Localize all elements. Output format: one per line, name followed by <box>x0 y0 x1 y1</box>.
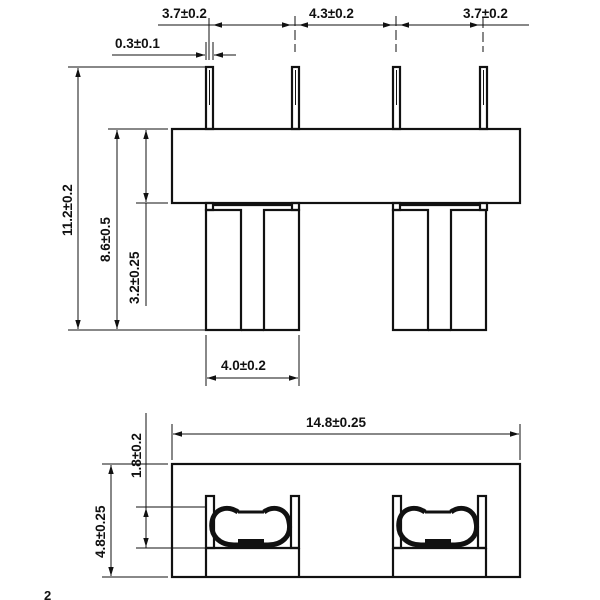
dim-pitch-left: 3.7±0.2 <box>162 6 207 21</box>
dim-end-height: 4.8±0.25 <box>93 505 108 558</box>
leg-pair-right <box>391 201 489 332</box>
dim-leg-pair-width: 4.0±0.2 <box>221 358 266 373</box>
end-height-dimensions: 1.8±0.2 4.8±0.25 <box>93 413 205 578</box>
contact-left <box>204 494 301 577</box>
front-view: 3.7±0.2 4.3±0.2 3.7±0.2 0.3±0.1 11.2±0.2… <box>60 6 529 386</box>
pitch-dimensions: 3.7±0.2 4.3±0.2 3.7±0.2 <box>158 6 529 60</box>
end-view-body <box>170 462 522 579</box>
dim-top-offset: 1.8±0.2 <box>129 433 144 478</box>
dim-end-width: 14.8±0.25 <box>306 415 366 430</box>
leg-width-dimension: 4.0±0.2 <box>205 335 300 386</box>
dim-pitch-right: 3.7±0.2 <box>463 6 508 21</box>
leg-pair-left <box>204 201 301 332</box>
figure-label: 2 <box>44 588 51 600</box>
end-width-dimension: 14.8±0.25 <box>171 415 521 460</box>
dim-body-leg-height: 8.6±0.5 <box>98 217 113 262</box>
height-dimensions: 11.2±0.2 8.6±0.5 3.2±0.25 <box>60 66 205 331</box>
contact-right <box>391 494 488 577</box>
pin-width-dimension: 0.3±0.1 <box>112 36 236 60</box>
dim-total-height: 11.2±0.2 <box>60 184 75 236</box>
dim-body-height: 3.2±0.25 <box>127 251 142 304</box>
housing-body <box>170 127 522 205</box>
end-view: 14.8±0.25 1.8±0.2 4.8±0.25 <box>93 413 522 579</box>
pins <box>204 65 489 131</box>
dim-pitch-middle: 4.3±0.2 <box>309 6 354 21</box>
dim-pin-width: 0.3±0.1 <box>115 36 160 51</box>
